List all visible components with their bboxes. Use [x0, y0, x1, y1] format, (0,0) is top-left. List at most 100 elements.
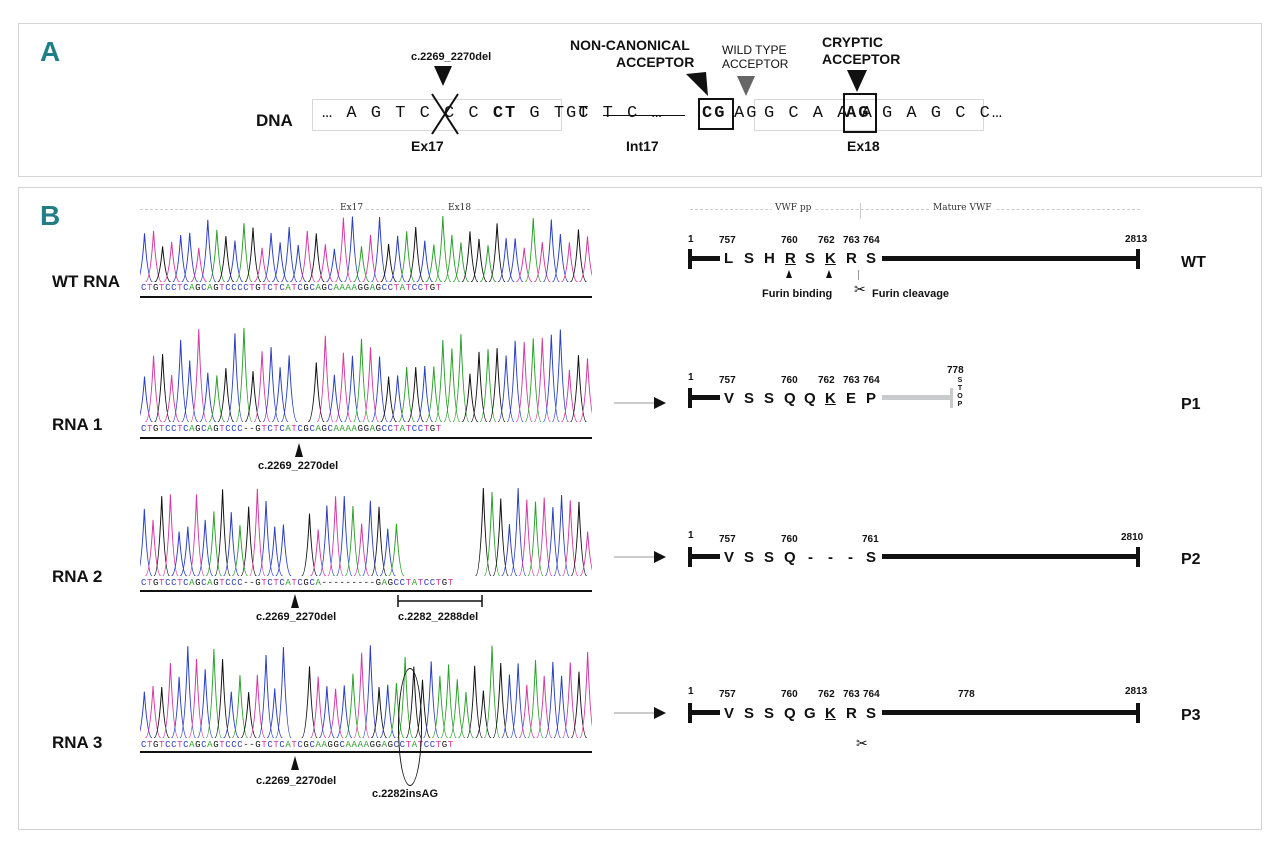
base-letter: G — [375, 283, 382, 293]
trace-peak — [506, 340, 524, 422]
p1-name: P1 — [1181, 396, 1201, 413]
trace-peak — [172, 234, 190, 282]
protein-header-divider — [860, 203, 861, 219]
p3-start-cap — [688, 703, 692, 723]
trace-peak — [344, 673, 362, 738]
trace-peak — [461, 373, 479, 422]
trace-peak — [222, 512, 240, 576]
trace-peak — [162, 494, 179, 576]
trace-peak — [515, 342, 533, 422]
base-letter: A — [345, 283, 352, 293]
trace-peak — [196, 669, 214, 738]
base-letter: C — [183, 424, 190, 434]
trace-peak — [275, 647, 292, 738]
base-letter: T — [261, 740, 268, 750]
wild-type-label-1: WILD TYPE — [722, 43, 787, 57]
trace-peak — [289, 244, 307, 282]
trace-peak — [153, 354, 172, 422]
base-letter: T — [159, 578, 166, 588]
chromatogram-wt — [140, 215, 592, 282]
int17-label: Int17 — [626, 138, 659, 154]
base-letter: C — [225, 283, 232, 293]
base-letter: A — [351, 283, 358, 293]
base-letter: T — [261, 578, 268, 588]
p2-aa-7: - — [848, 549, 853, 566]
base-letter: C — [171, 424, 178, 434]
p2-aa-6: - — [828, 549, 833, 566]
trace-peak — [171, 531, 188, 576]
trace-header-ex18: Ex18 — [445, 203, 475, 213]
trace-peak — [551, 329, 569, 422]
base-letter: G — [303, 283, 310, 293]
p3-aa-3: S — [764, 705, 775, 722]
base-letter: G — [363, 283, 370, 293]
trace-peak — [226, 333, 244, 422]
trace-peak — [579, 236, 592, 282]
trace-peak — [208, 229, 226, 282]
base-letter: C — [309, 740, 316, 750]
base-letter: - — [249, 740, 256, 750]
trace-peak — [542, 334, 560, 422]
wt-aa-7: R — [846, 250, 857, 267]
trace-peak — [570, 229, 587, 282]
row-label-rna2: RNA 2 — [52, 567, 103, 586]
trace-peak — [310, 676, 327, 738]
trace-peak — [561, 242, 578, 282]
trace-peak — [280, 226, 298, 282]
base-letter: C — [225, 424, 232, 434]
trace-peak — [560, 369, 578, 422]
rna1-del-arrow-icon — [295, 443, 303, 457]
trace-peak — [343, 216, 362, 282]
trace-baseline-rna3 — [140, 751, 592, 753]
mutation-label: c.2269_2270del — [411, 51, 492, 63]
trace-peak — [140, 233, 153, 282]
base-letter: C — [387, 424, 394, 434]
wt-furin-arrow-1-icon — [786, 270, 792, 278]
p2-aa-8: S — [866, 549, 877, 566]
base-letter: A — [315, 283, 322, 293]
trace-peak — [144, 355, 163, 422]
base-letter: C — [297, 424, 304, 434]
gt-seq: GT — [566, 104, 591, 123]
base-letter: T — [291, 283, 298, 293]
base-letter: A — [315, 424, 322, 434]
trace-peak — [249, 674, 266, 738]
rna3-del-arrow-icon — [291, 756, 299, 770]
p1-num-764: 764 — [863, 375, 880, 386]
trace-peak — [398, 366, 416, 422]
base-letter: T — [147, 283, 154, 293]
rna2-del2-label: c.2282_2288del — [398, 611, 479, 623]
trace-peak — [353, 523, 370, 576]
base-letter: C — [279, 424, 286, 434]
base-letter: C — [183, 283, 190, 293]
base-letter: A — [207, 283, 214, 293]
p1-num-760: 760 — [781, 375, 798, 386]
trace-peak — [163, 241, 180, 282]
trace-peak — [140, 691, 153, 738]
p1-aa-1: V — [724, 390, 735, 407]
trace-peak — [253, 247, 271, 282]
trace-peak — [443, 234, 461, 282]
trace-peak — [509, 663, 527, 738]
trace-peak — [199, 219, 217, 282]
deleted-bases: CT — [492, 104, 518, 123]
trace-peak — [271, 242, 289, 282]
trace-peak — [398, 231, 416, 282]
p3-num-762: 762 — [818, 689, 835, 700]
trace-peak — [370, 687, 388, 738]
base-letter: G — [153, 740, 160, 750]
base-letter: T — [417, 578, 424, 588]
non-canonical-arrow-icon — [686, 72, 708, 96]
trace-peak — [196, 519, 214, 576]
base-letter: C — [183, 740, 190, 750]
trace-peak — [533, 242, 551, 282]
base-letter: T — [177, 578, 184, 588]
p2-aa-2: S — [744, 549, 755, 566]
trace-peak — [231, 525, 249, 576]
base-letter: G — [153, 283, 160, 293]
p3-aa-6: K — [825, 705, 836, 722]
base-letter: G — [363, 424, 370, 434]
base-letter: T — [147, 740, 154, 750]
base-letter: G — [357, 424, 364, 434]
chromatogram-rna3 — [140, 645, 592, 738]
